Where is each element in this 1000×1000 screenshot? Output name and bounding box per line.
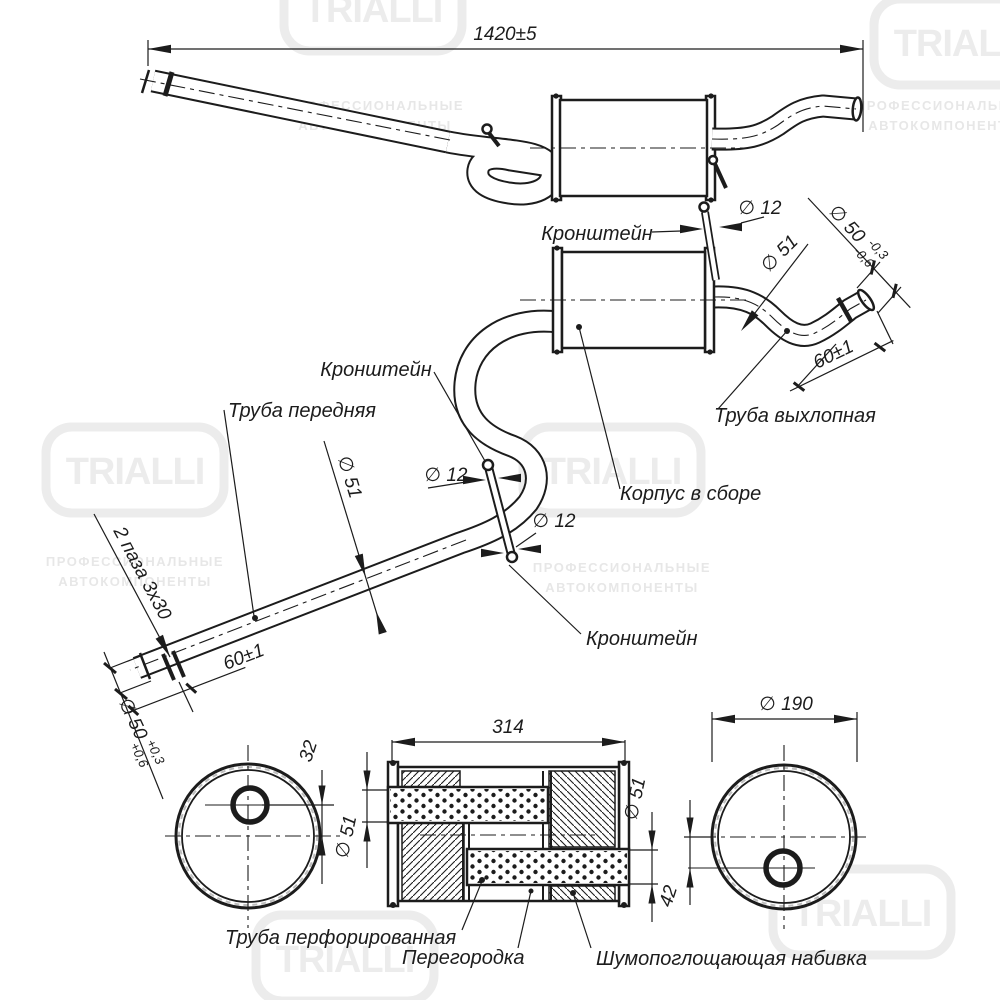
svg-text:Труба передняя: Труба передняя <box>228 400 376 422</box>
damping-block <box>401 770 461 789</box>
dim-overall-length: 1420±5 <box>147 24 864 132</box>
dim-body-length: 314 <box>391 717 626 764</box>
svg-text:∅ 12: ∅ 12 <box>533 511 576 532</box>
label-exhaust-pipe: Труба выхлопная <box>714 328 876 427</box>
label-bracket-top: Кронштейн <box>541 223 653 245</box>
svg-text:Кронштейн: Кронштейн <box>586 628 698 650</box>
perforated-pipe-upper <box>386 785 550 825</box>
bracket-stud-right <box>707 154 728 189</box>
dim-bracket-hole-mid-upper: ∅ 12 <box>425 465 521 489</box>
watermark-logo: TRIALLI <box>41 422 229 518</box>
label-front-pipe: Труба передняя <box>223 400 376 621</box>
section-view: 314 ∅ 5 <box>225 717 867 970</box>
label-perforated-pipe: Труба перфорированная <box>225 877 485 949</box>
watermark-brand: TRIALLI <box>276 939 415 981</box>
dim-body-dia: ∅ 190 <box>711 694 858 762</box>
svg-text:42: 42 <box>656 883 683 910</box>
watermark-logo: TRIALLI <box>518 422 706 518</box>
bracket-pin-upper <box>698 201 720 281</box>
svg-text:32: 32 <box>296 738 323 765</box>
svg-text:Корпус в сборе: Корпус в сборе <box>620 483 761 505</box>
svg-text:∅ 51: ∅ 51 <box>332 814 361 860</box>
svg-text:∅ 51: ∅ 51 <box>757 231 802 276</box>
svg-text:АВТОКОМПОНЕНТЫ: АВТОКОМПОНЕНТЫ <box>58 574 211 589</box>
dim-bracket-hole-mid-lower: ∅ 12 <box>481 511 576 558</box>
svg-text:Кронштейн: Кронштейн <box>320 359 432 381</box>
watermark-logo: TRIALLI <box>869 0 1000 90</box>
end-view-left: 32 <box>165 738 345 928</box>
svg-text:ПРОФЕССИОНАЛЬНЫЕ: ПРОФЕССИОНАЛЬНЫЕ <box>46 554 224 569</box>
bracket-stud-top <box>481 123 501 148</box>
svg-text:∅ 51: ∅ 51 <box>333 454 366 501</box>
svg-text:∅ 190: ∅ 190 <box>759 694 813 715</box>
svg-text:∅ 50: ∅ 50 <box>114 695 151 743</box>
end-view-right: ∅ 190 42 <box>656 694 870 929</box>
svg-text:Труба выхлопная: Труба выхлопная <box>714 405 876 427</box>
watermark-brand: TRIALLI <box>304 0 443 31</box>
svg-text:Перегородка: Перегородка <box>402 947 525 969</box>
watermark-logo: TRIALLI <box>251 910 439 1000</box>
svg-text:∅ 12: ∅ 12 <box>739 198 782 219</box>
svg-text:АВТОКОМПОНЕНТЫ: АВТОКОМПОНЕНТЫ <box>545 580 698 595</box>
dim-tip-dia-front: ∅ 50 +0,3 +0,6 <box>103 651 168 800</box>
watermarks: TRIALLI TRIALLI TRIALLI TRIALLI TRIALLI … <box>41 0 1000 1000</box>
bracket-pin-middle <box>481 458 519 564</box>
watermark-tagline: ПРОФЕССИОНАЛЬНЫЕ АВТОКОМПОНЕНТЫ ПРОФЕССИ… <box>46 98 1000 595</box>
dim-bracket-hole-top: ∅ 12 <box>651 198 782 234</box>
label-bracket-bottom: Кронштейн <box>508 564 698 650</box>
svg-text:Труба перфорированная: Труба перфорированная <box>225 927 456 949</box>
watermark-brand: TRIALLI <box>66 451 205 493</box>
top-view-assembly: 1420±5 <box>139 24 864 206</box>
svg-text:АВТОКОМПОНЕНТЫ: АВТОКОМПОНЕНТЫ <box>868 118 1000 133</box>
perforated-pipe-lower <box>465 847 631 887</box>
svg-text:∅ 12: ∅ 12 <box>425 465 468 486</box>
watermark-brand: TRIALLI <box>894 23 1000 65</box>
svg-text:ПРОФЕССИОНАЛЬНЫЕ: ПРОФЕССИОНАЛЬНЫЕ <box>856 98 1000 113</box>
damping-block <box>548 770 616 848</box>
dim-section-pipe-left: ∅ 51 <box>332 752 388 868</box>
dim-outlet-offset: 42 <box>656 800 712 910</box>
svg-text:Шумопоглощающая набивка: Шумопоглощающая набивка <box>596 948 867 970</box>
watermark-logo: TRIALLI <box>279 0 467 56</box>
label-damping: Шумопоглощающая набивка <box>570 890 867 970</box>
label-partition: Перегородка <box>402 888 534 969</box>
svg-text:ПРОФЕССИОНАЛЬНЫЕ: ПРОФЕССИОНАЛЬНЫЕ <box>533 560 711 575</box>
label-body-assembly: Корпус в сборе <box>576 324 761 505</box>
damping-block <box>548 885 616 902</box>
label-bracket-mid: Кронштейн <box>320 359 486 462</box>
svg-text:1420±5: 1420±5 <box>473 24 537 45</box>
svg-text:314: 314 <box>492 717 524 738</box>
